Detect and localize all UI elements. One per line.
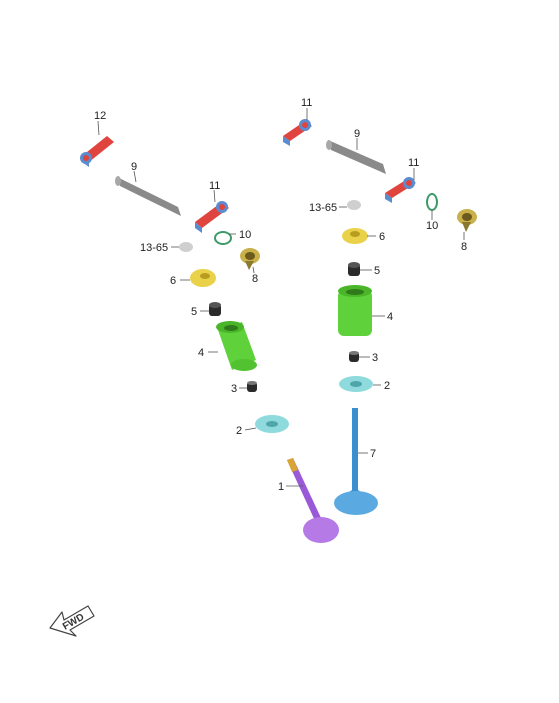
label-left-shim: 13-65 bbox=[140, 242, 168, 254]
label-right-retainer: 2 bbox=[384, 380, 390, 392]
label-right-oring: 10 bbox=[426, 220, 438, 232]
fwd-arrow-icon: FWD bbox=[49, 605, 95, 637]
intake-valve bbox=[287, 458, 339, 543]
spring-retainer-right bbox=[339, 376, 373, 392]
label-left-seal: 3 bbox=[231, 383, 237, 395]
fwd-label: FWD bbox=[61, 612, 86, 633]
adjuster-screw-right bbox=[457, 209, 477, 232]
label-left-shaft: 9 bbox=[131, 161, 137, 173]
valve-seal-left bbox=[247, 381, 257, 392]
label-right-screw: 8 bbox=[461, 241, 467, 253]
rocker-shaft-right bbox=[326, 140, 386, 174]
rocker-arm-right-lower bbox=[385, 177, 416, 203]
label-right-rocker-lower: 11 bbox=[408, 157, 419, 169]
rocker-arm-right-upper bbox=[283, 119, 312, 146]
label-left-rocker-11: 11 bbox=[209, 180, 220, 192]
label-left-screw: 8 bbox=[252, 273, 258, 285]
shim-right bbox=[347, 200, 361, 210]
label-left-cap: 5 bbox=[191, 306, 197, 318]
rocker-shaft-left bbox=[115, 176, 181, 216]
label-left-valve: 1 bbox=[278, 481, 284, 493]
label-left-retainer: 2 bbox=[236, 425, 242, 437]
leader-lines bbox=[97, 108, 465, 487]
label-right-cap: 5 bbox=[374, 265, 380, 277]
shim-left bbox=[179, 242, 193, 252]
o-ring-left bbox=[214, 231, 232, 245]
valve-spring-right bbox=[338, 285, 372, 336]
label-right-rocker-upper: 11 bbox=[301, 97, 312, 109]
label-left-rocker-12: 12 bbox=[94, 110, 106, 122]
label-right-valve: 7 bbox=[370, 448, 376, 460]
exhaust-valve bbox=[334, 408, 378, 515]
spring-retainer-left bbox=[255, 415, 289, 433]
adjuster-screw-left bbox=[240, 248, 260, 270]
valve-cotter-left bbox=[190, 269, 216, 287]
valve-cap-right bbox=[348, 262, 360, 276]
valve-seal-right bbox=[349, 351, 359, 362]
label-right-cotter: 6 bbox=[379, 231, 385, 243]
rocker-arm-left-12 bbox=[80, 136, 114, 167]
o-ring-right bbox=[426, 193, 438, 211]
label-right-shim: 13-65 bbox=[309, 202, 337, 214]
valve-cap-left bbox=[209, 302, 221, 316]
label-right-seal: 3 bbox=[372, 352, 378, 364]
label-right-shaft: 9 bbox=[354, 128, 360, 140]
valve-cotter-right bbox=[342, 228, 368, 244]
label-left-spring: 4 bbox=[198, 347, 204, 359]
label-right-spring: 4 bbox=[387, 311, 393, 323]
label-left-cotter: 6 bbox=[170, 275, 176, 287]
rocker-arm-left-11 bbox=[195, 201, 229, 233]
valve-spring-left bbox=[216, 321, 257, 371]
label-left-oring: 10 bbox=[239, 229, 251, 241]
